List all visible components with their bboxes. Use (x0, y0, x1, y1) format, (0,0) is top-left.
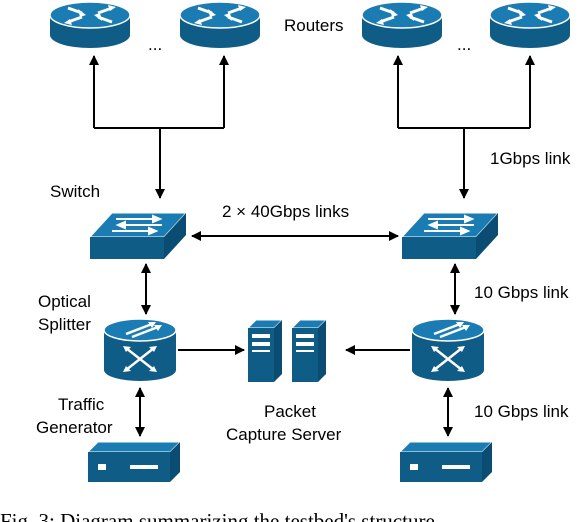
link-10g-lower-label: 10 Gbps link (474, 402, 569, 421)
router-icon (178, 0, 262, 50)
server-icon (247, 319, 283, 383)
router-icon (488, 0, 572, 50)
splitter-label: Splitter (38, 315, 91, 334)
optical-splitter-icon (410, 317, 486, 383)
router-icon (360, 0, 444, 50)
ellipsis-left: ... (148, 35, 162, 54)
switch-label: Switch (50, 182, 100, 201)
connector-lines (89, 55, 535, 437)
link-10g-upper-label: 10 Gbps link (474, 283, 569, 302)
ellipsis-right: ... (457, 35, 471, 54)
capture-server-label: Capture Server (226, 425, 342, 444)
traffic-generator-icon (399, 441, 493, 483)
switch-icon (401, 212, 499, 260)
traffic-label: Traffic (58, 395, 105, 414)
figure-caption: Fig. 3: Diagram summarizing the testbed'… (0, 509, 435, 522)
optical-label: Optical (38, 292, 91, 311)
routers-label: Routers (284, 16, 344, 35)
generator-label: Generator (36, 418, 113, 437)
packet-label: Packet (264, 402, 316, 421)
link-40g-label: 2 × 40Gbps links (222, 202, 349, 221)
router-icon (48, 0, 132, 50)
switch-icon (89, 212, 187, 260)
traffic-generator-icon (87, 441, 181, 483)
optical-splitter-icon (102, 317, 178, 383)
link-1g-label: 1Gbps link (490, 149, 571, 168)
server-icon (291, 319, 327, 383)
